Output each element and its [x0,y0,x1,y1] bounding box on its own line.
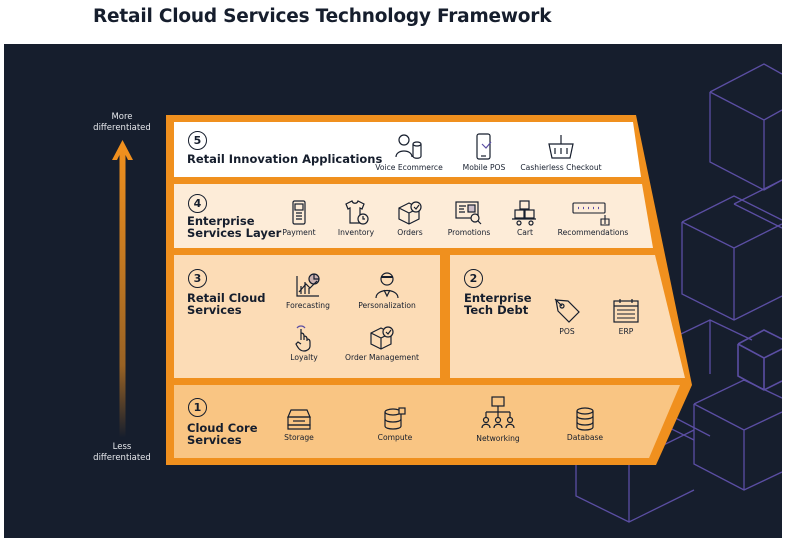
basket-icon [548,135,574,159]
cart-icon [512,200,536,226]
layer2-number: 2 [464,269,483,288]
hand-tap-icon [295,325,311,352]
item-compute: Compute [349,406,441,442]
voice-icon [395,134,422,159]
monitor-search-icon [455,201,482,225]
differentiation-arrow-icon [112,140,133,438]
item-voice-ecommerce: Voice Ecommerce [363,132,455,172]
card-reader-icon [292,200,306,225]
item-networking: Networking [452,395,544,443]
axis-top-label: More differentiated [93,112,151,133]
network-icon [481,396,515,429]
shirt-clock-icon [345,200,369,225]
layer1-number: 1 [188,398,207,417]
layer3-number: 3 [188,269,207,288]
item-inventory: Inventory [310,199,402,237]
layer-frame [166,115,692,465]
axis-bottom-label: Less differentiated [93,442,151,463]
chart-icon [296,273,320,297]
mobile-icon [476,133,492,160]
item-order-management: Order Management [336,324,428,362]
item-storage: Storage [253,406,345,442]
framework-panel: More differentiated Less differentiated … [4,44,782,538]
page-title: Retail Cloud Services Technology Framewo… [93,6,552,27]
layer4-title: Enterprise Services Layer [187,214,282,240]
calendar-icon [613,299,639,323]
cylinder-chip-icon [384,407,406,430]
item-erp: ERP [580,296,672,336]
item-orders: Orders [364,199,456,237]
item-promotions: Promotions [423,199,515,237]
item-payment: Payment [253,199,345,237]
layer5-number: 5 [188,131,207,150]
item-recommendations: Recommendations [547,199,639,237]
box-check-icon [370,326,394,350]
layer2-title: Enterprise Tech Debt [464,291,532,317]
stars-review-icon [572,202,610,226]
layer3-title: Retail Cloud Services [187,291,266,317]
item-cart: Cart [479,199,571,237]
person-icon [375,272,399,299]
item-database: Database [539,406,631,442]
layer1-title: Cloud Core Services [187,421,258,447]
item-pos: POS [521,296,613,336]
item-cashierless-checkout: Cashierless Checkout [515,132,607,172]
item-loyalty: Loyalty [258,324,350,362]
layer4-number: 4 [188,194,207,213]
tag-icon [554,298,580,323]
database-icon [576,407,594,431]
box-check-icon [398,201,422,225]
server-icon [287,409,311,430]
item-forecasting: Forecasting [262,270,354,310]
layer5-title: Retail Innovation Applications [187,152,383,166]
item-personalization: Personalization [341,270,433,310]
item-mobile-pos: Mobile POS [438,132,530,172]
